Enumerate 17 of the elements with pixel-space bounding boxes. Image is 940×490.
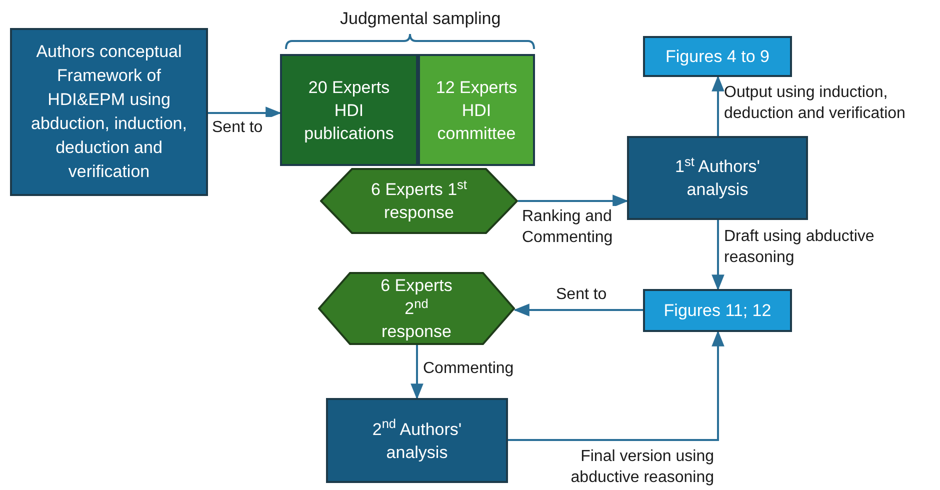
group-label: Judgmental sampling [340,8,501,30]
arrow [513,304,643,316]
process-box: 20 Experts HDI publications [280,54,418,166]
arrow [208,106,282,120]
process-box: 12 Experts HDI committee [418,54,535,166]
arrow [508,330,724,441]
arrow [712,220,724,291]
process-box: 1$^{st}$ Authors' analysis [627,136,808,220]
arrow [712,75,724,136]
process-box: 2$^{nd}$ Authors' analysis [326,398,508,483]
hexagon-node: 6 Experts 2$^{nd}$ response [318,272,515,345]
arrow [518,194,629,208]
process-box: Authors conceptual Framework of HDI&EPM using abduction, induction, deduction and verification [10,28,208,196]
arrow [410,345,424,400]
process-box: Figures 4 to 9 [643,36,792,77]
hexagon-node: 6 Experts 1$^{st}$ response [320,168,518,234]
process-box: Figures 11; 12 [643,289,792,332]
